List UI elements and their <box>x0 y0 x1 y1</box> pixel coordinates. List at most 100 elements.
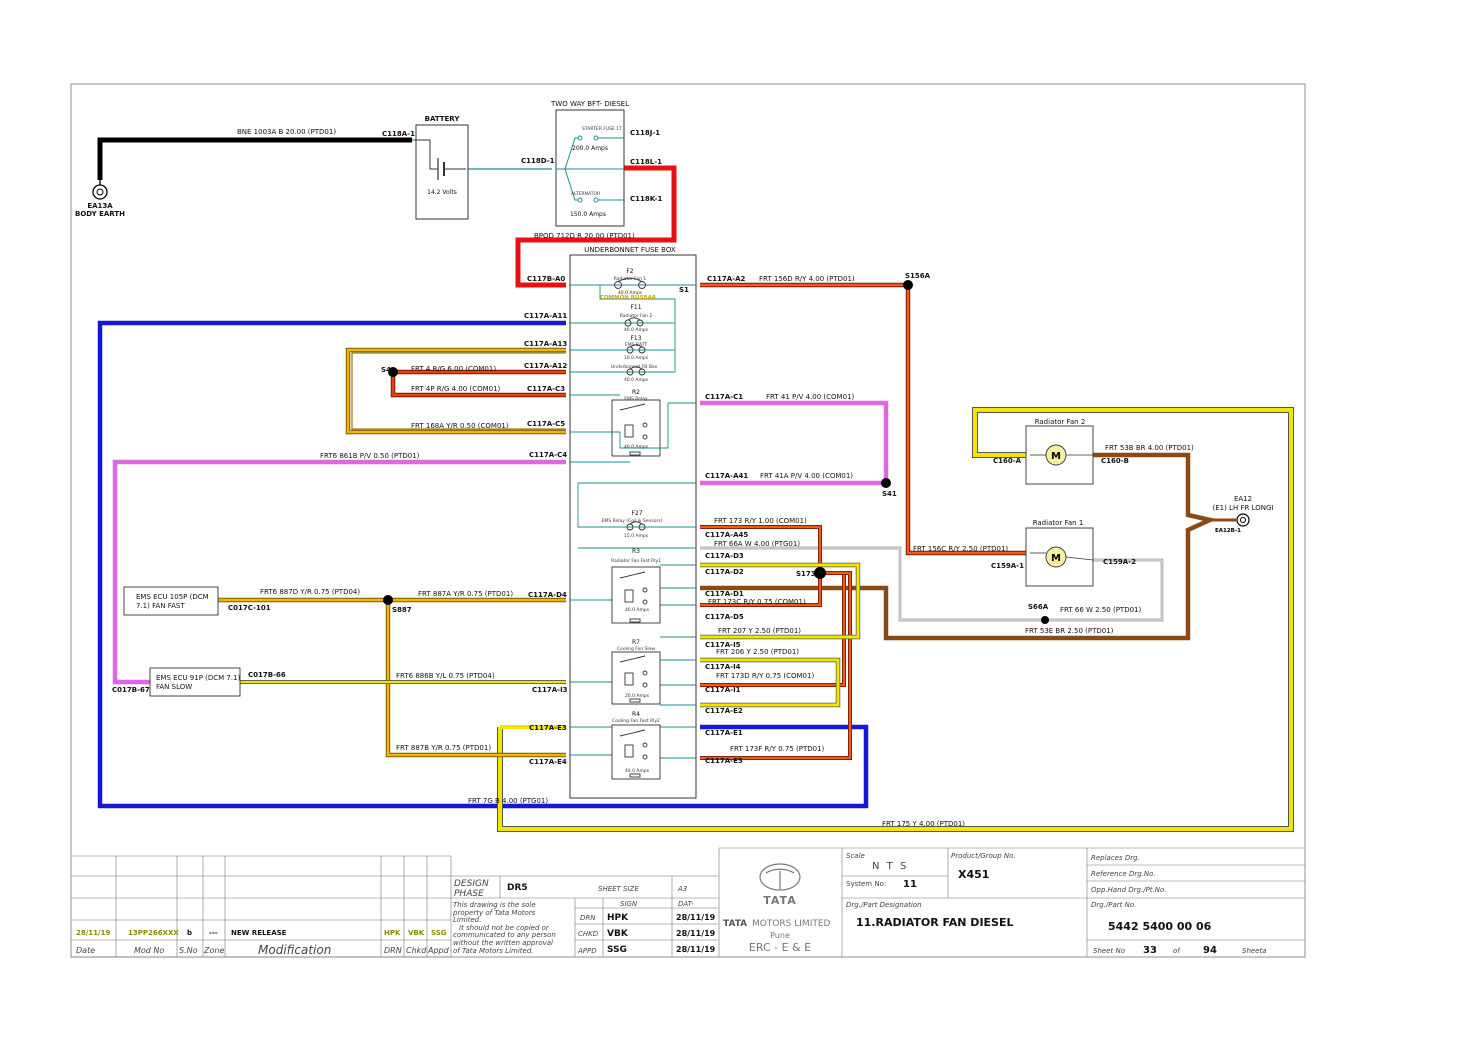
relay-r3 <box>611 566 661 624</box>
ecu-slow-box <box>149 667 241 697</box>
note-3: It should not be copied or <box>459 924 550 932</box>
company-name-2: MOTORS LIMITED <box>752 919 831 929</box>
dat-lbl: DAT- <box>678 900 694 908</box>
chkd-val: VBK <box>607 929 629 939</box>
ecu-fast-line1: EMS ECU 105P (DCM <box>136 593 209 601</box>
label-206: FRT 206 Y 2.50 (PTD01) <box>716 648 799 656</box>
wire-168a-loop <box>345 347 566 435</box>
tata-logo-icon <box>759 863 801 891</box>
label-156c: FRT 156C R/Y 2.50 (PTD01) <box>913 545 1008 553</box>
ecu-fast-line2: 7.1) FAN FAST <box>136 602 185 610</box>
f13-id: F13 <box>630 335 641 342</box>
drawing-title: 11.RADIATOR FAN DIESEL <box>856 916 1014 929</box>
conn-c117a-e1: C117A-E1 <box>705 729 743 737</box>
splice-s66a <box>1041 616 1049 624</box>
sheeta-lbl: Sheeta <box>1242 947 1267 955</box>
label-4: FRT 4 R/G 6.00 (COM01) <box>411 365 496 373</box>
conn-c118a-1: C118A-1 <box>382 130 415 138</box>
conn-c117a-d5: C117A-D5 <box>705 613 744 621</box>
rev-text: NEW RELEASE <box>231 929 287 937</box>
f2-amp: 40.0 Amps <box>618 290 643 296</box>
product-val: X451 <box>958 868 989 881</box>
r4-amp: 40.0 Amps <box>625 768 650 774</box>
sheet-size-val: A3 <box>677 885 687 893</box>
note-5: without the written approval <box>453 939 553 947</box>
battery-title: BATTERY <box>425 115 461 123</box>
wire-bne-1003a <box>97 137 412 180</box>
label-156d: FRT 156D R/Y 4.00 (PTD01) <box>759 275 855 283</box>
wire-53b <box>700 452 1218 641</box>
drn-val: HPK <box>607 913 629 923</box>
f11-id: F11 <box>630 304 641 311</box>
conn-c117a-c5: C117A-C5 <box>527 420 565 428</box>
h-modification: Modification <box>258 943 331 957</box>
r7-name: Cooling Fan Slow <box>617 646 655 652</box>
r3-name: Radiator Fan Fast Rly1 <box>611 558 661 564</box>
label-53b: FRT 53B BR 4.00 (PTD01) <box>1105 444 1194 452</box>
replaces-lbl: Replaces Drg. <box>1091 854 1140 862</box>
conn-c117a-c3: C117A-C3 <box>527 385 565 393</box>
conn-c117a-d1: C117A-D1 <box>705 590 744 598</box>
label-887a: FRT 887A Y/R 0.75 (PTD01) <box>418 590 513 598</box>
label-1003a: BNE 1003A B 20.00 (PTD01) <box>237 128 336 136</box>
label-168a: FRT 168A Y/R 0.50 (COM01) <box>411 422 509 430</box>
note-2: Limited. <box>453 916 481 924</box>
conn-c117a-i1: C117A-I1 <box>705 686 741 694</box>
battery-box <box>415 124 469 220</box>
ea12-id: EA12 <box>1234 495 1252 503</box>
conn-s156a: S156A <box>905 272 931 280</box>
h-date: Date <box>76 946 95 955</box>
label-66a: FRT 66A W 4.00 (PTG01) <box>714 540 800 548</box>
fuse-f27 <box>626 521 646 531</box>
h-appd: Appd <box>427 946 450 955</box>
h-sno: S.No <box>179 946 198 955</box>
bft-title: TWO WAY BFT- DIESEL <box>550 100 629 108</box>
conn-c117a-d2: C117A-D2 <box>705 568 744 576</box>
opphand-lbl: Opp.Hand Drg./Pt.No. <box>1091 886 1167 894</box>
conn-c159a-2: C159A-2 <box>1103 558 1136 566</box>
conn-c017b-67: C017B-67 <box>112 686 150 694</box>
splice-s887 <box>383 595 393 605</box>
conn-c117a-a13: C117A-A13 <box>524 340 567 348</box>
label-4p: FRT 4P R/G 4.00 (COM01) <box>411 385 501 393</box>
h-chkd: Chkd <box>406 946 427 955</box>
wire-206 <box>700 657 841 708</box>
conn-c117a-i4: C117A-I4 <box>705 663 741 671</box>
wire-66a <box>700 546 1164 622</box>
scale-val: N T S <box>872 861 908 872</box>
conn-c160-b: C160-B <box>1101 457 1129 465</box>
label-53e: FRT 53E BR 2.50 (PTD01) <box>1025 627 1114 635</box>
appd-lbl: APPD <box>577 947 597 955</box>
chkd-date: 28/11/19 <box>676 929 716 938</box>
ecu-slow-line2: FAN SLOW <box>156 683 192 691</box>
chkd-lbl: CHKD <box>578 930 599 938</box>
conn-c117a-i3: C117A-I3 <box>532 686 568 694</box>
relay-r7 <box>611 651 661 705</box>
conn-c017c-101: C017C-101 <box>228 604 271 612</box>
label-173f: FRT 173F R/Y 0.75 (PTD01) <box>730 745 825 753</box>
earth-name: BODY EARTH <box>75 210 125 218</box>
label-41: FRT 41 P/V 4.00 (COM01) <box>766 393 854 401</box>
ub-amp: 40.0 Amps <box>624 377 649 383</box>
wire-861b <box>112 459 566 685</box>
f11-amp: 40.0 Amps <box>624 327 649 333</box>
r4-id: R4 <box>632 711 640 718</box>
company-name-1: TATA <box>723 919 747 929</box>
bft-fuse2: ALTERNATOR <box>571 191 600 197</box>
fan2-motor-label: M <box>1051 451 1061 462</box>
r3-amp: 40.0 Amps <box>625 607 650 613</box>
wire-173 <box>700 525 852 760</box>
f2-name: Radiator Fan 1 <box>614 276 647 282</box>
desig-lbl: Drg./Part Designation <box>846 901 922 909</box>
conn-c117a-e3: C117A-E3 <box>529 724 567 732</box>
conn-c117a-c1: C117A-C1 <box>705 393 743 401</box>
r2-name: EMS Relay <box>624 396 648 402</box>
earth-ea12-icon <box>1210 513 1250 527</box>
conn-s4: S4 <box>381 366 391 374</box>
conn-c117a-a2: C117A-A2 <box>707 275 745 283</box>
copyright-note: This drawing is the sole property of Tat… <box>452 901 556 955</box>
rev-appd: SSG <box>431 929 447 937</box>
f27-name: EMS Relay (Coil & Sensors) <box>602 518 663 524</box>
f27-amp: 15.0 Amps <box>624 533 649 539</box>
